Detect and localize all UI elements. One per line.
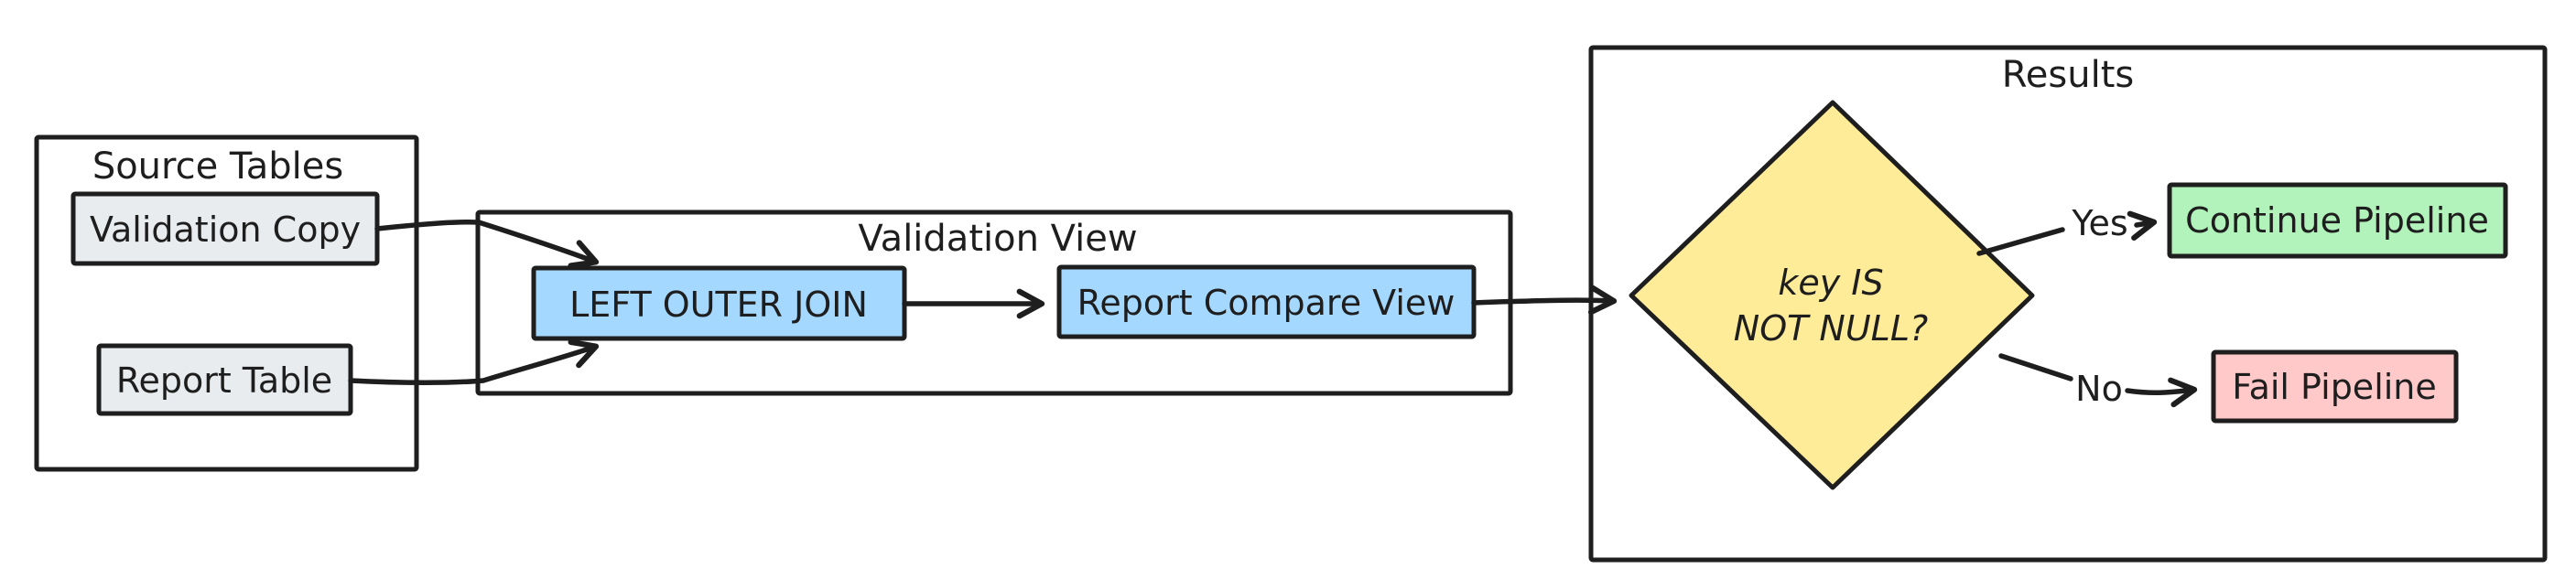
decision-label-line2: NOT NULL? — [1734, 308, 1928, 349]
arrow-compare-view-to-decision-icon — [1471, 285, 1618, 316]
arrow-report-table-to-join-icon — [348, 338, 600, 385]
yes-edge-label: Yes — [2071, 203, 2127, 243]
yes-edge-shaft-icon — [1976, 227, 2065, 256]
continue-pipeline-label: Continue Pipeline — [2185, 200, 2489, 241]
left-outer-join-label: LEFT OUTER JOIN — [569, 285, 868, 325]
validation-copy-label: Validation Copy — [90, 209, 361, 250]
decision-diamond-node — [1629, 100, 2035, 490]
source-tables-group: Source Tables Validation Copy Report Tab… — [34, 134, 419, 472]
fail-pipeline-node — [2211, 349, 2459, 424]
continue-pipeline-node — [2167, 182, 2508, 259]
no-edge-label: No — [2075, 369, 2123, 409]
yes-edge-arrowhead-icon — [2127, 210, 2158, 242]
fail-pipeline-label: Fail Pipeline — [2232, 367, 2437, 407]
source-tables-title: Source Tables — [92, 145, 343, 188]
decision-label-line1: key IS — [1778, 263, 1883, 303]
no-edge-shaft-icon — [1998, 353, 2073, 381]
results-title: Results — [2002, 54, 2134, 96]
report-compare-view-label: Report Compare View — [1077, 283, 1456, 323]
results-group: Results key IS NOT NULL? Continue Pipeli… — [1588, 45, 2548, 563]
arrow-validation-copy-to-join-icon — [374, 220, 600, 269]
validation-view-title: Validation View — [858, 218, 1137, 260]
report-table-label: Report Table — [116, 360, 332, 401]
edges-group: Yes No — [348, 203, 2198, 409]
no-edge-arrow-icon — [2125, 377, 2198, 408]
